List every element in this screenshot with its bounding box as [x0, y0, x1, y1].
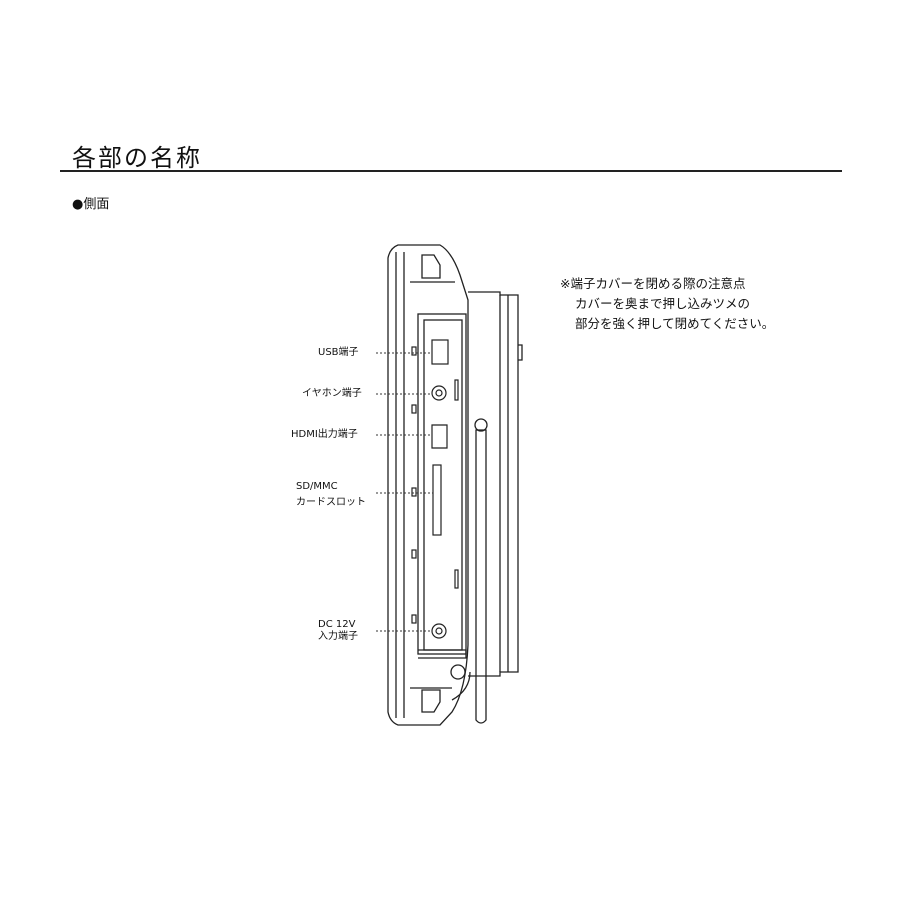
chassis-outline — [387, 244, 469, 726]
note-line-2: カバーを奥まで押し込みツメの — [575, 296, 751, 311]
dc-label: DC 12V 入力端子 — [318, 619, 358, 643]
sd-label-line1: SD/MMC — [296, 481, 338, 492]
hdmi-label: HDMI出力端子 — [291, 429, 358, 440]
earphone-jack — [431, 385, 447, 401]
note-line-3: 部分を強く押して閉めてください。 — [575, 316, 775, 331]
usb-label: USB端子 — [318, 347, 359, 358]
hdmi-port — [431, 424, 448, 449]
usb-port — [431, 339, 449, 365]
stand-rod — [475, 429, 487, 724]
dc-jack — [431, 623, 447, 639]
title-underline — [60, 170, 842, 172]
earphone-label: イヤホン端子 — [302, 388, 362, 399]
port-panel — [417, 313, 467, 655]
cover-note: ※端子カバーを閉める際の注意点 カバーを奥まで押し込みツメの 部分を強く押して閉… — [560, 274, 774, 334]
section-subheading: ●側面 — [72, 197, 110, 212]
page-title: 各部の名称 — [72, 144, 202, 172]
sd-label-line2: カードスロット — [296, 497, 366, 508]
note-line-1: ※端子カバーを閉める際の注意点 — [560, 276, 746, 291]
sd-label: SD/MMC カードスロット — [296, 481, 366, 509]
dc-label-line2: 入力端子 — [318, 631, 358, 642]
sd-card-slot — [432, 464, 442, 536]
dc-label-line1: DC 12V — [318, 619, 356, 630]
rear-bracket — [468, 291, 519, 677]
